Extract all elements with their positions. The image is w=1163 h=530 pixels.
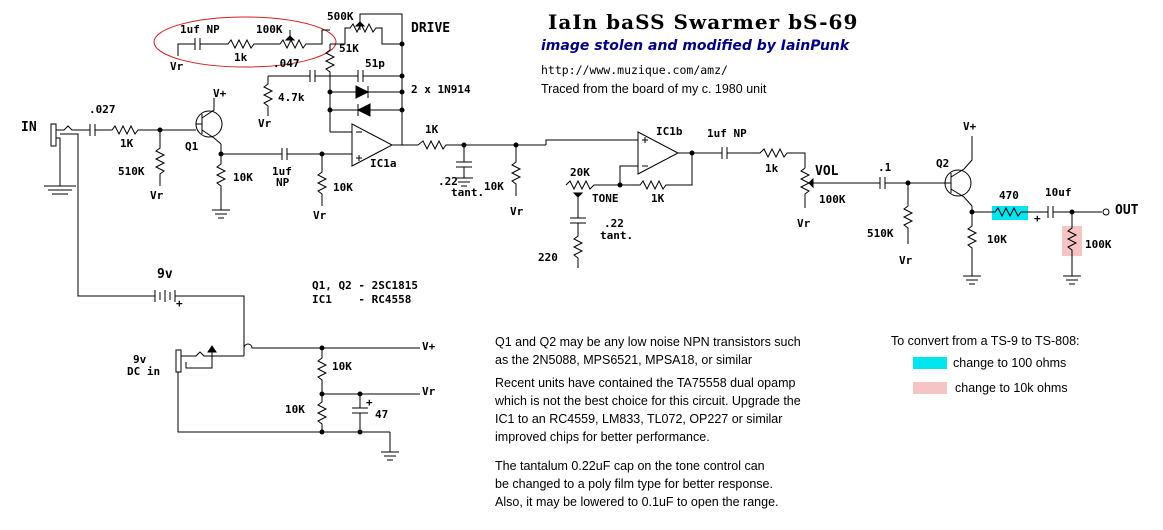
label-c10uf: 10uf: [1045, 186, 1072, 199]
note-line: IC1 to an RC4559, LM833, TL072, OP227 or…: [495, 412, 783, 426]
label-vplus-q1: V+: [213, 87, 227, 100]
label-c51p: 51p: [365, 57, 385, 70]
label-c1uf-np-out: 1uf NP: [707, 127, 747, 140]
credit-line: image stolen and modified by IainPunk: [541, 38, 850, 54]
label-tant1: tant.: [451, 186, 485, 199]
note-line: Also, it may be lowered to 0.1uF to open…: [495, 495, 779, 509]
conversion-item-10k-ohms: change to 10k ohms: [955, 381, 1068, 395]
label-drive: DRIVE: [411, 21, 451, 36]
label-r10k-ic1a: 10K: [333, 181, 353, 194]
highlight-ellipse: [153, 16, 337, 68]
traced-note: Traced from the board of my c. 1980 unit: [541, 82, 767, 96]
label-q1: Q1: [185, 140, 199, 153]
label-tant2: tant.: [600, 229, 634, 242]
label-ic1b: IC1b: [656, 125, 683, 138]
label-dc-in: DC in: [127, 365, 161, 378]
label-r10k-q1e: 10K: [233, 171, 253, 184]
input-jack: [50, 123, 57, 147]
highlight-470-resistor: [992, 206, 1028, 220]
note-line: as the 2N5088, MPS6521, MPSA18, or simil…: [495, 353, 753, 367]
label-r10k-q2: 10K: [987, 233, 1007, 246]
label-vr-tone: Vr: [510, 205, 524, 218]
label-battery-plus: +: [176, 297, 183, 310]
note-line: be changed to a poly film type for bette…: [495, 477, 773, 491]
label-r1k-fb: 1k: [234, 51, 248, 64]
label-r1k-in: 1K: [120, 137, 134, 150]
label-out: OUT: [1115, 203, 1139, 218]
label-c1uf-np-q1: 1uf: [272, 165, 292, 178]
label-r510k-q2: 510K: [867, 227, 894, 240]
label-plus-c10: +: [1034, 212, 1041, 225]
label-vr-fb: Vr: [170, 60, 184, 73]
label-c047: .047: [273, 57, 300, 70]
schematic-title: IaIn baSS Swarmer bS-69: [548, 10, 859, 34]
label-r1k-out: 1K: [425, 123, 439, 136]
label-r100k-out: 100K: [1085, 238, 1112, 251]
label-r220: 220: [538, 251, 558, 264]
label-r20k: 20K: [570, 166, 590, 179]
label-dc-in-9v: 9v: [133, 353, 147, 366]
label-ic1a: IC1a: [370, 157, 397, 170]
label-r1k-tone: 1K: [651, 192, 665, 205]
label-c1uf-np-fb: 1uf NP: [180, 23, 220, 36]
note-line: Q1 and Q2 may be any low noise NPN trans…: [495, 335, 801, 349]
label-vplus-ps: V+: [422, 340, 436, 353]
label-r500k: 500K: [327, 10, 354, 23]
label-c1: .1: [878, 161, 892, 174]
label-vplus-q2: V+: [963, 120, 977, 133]
label-r10k-ps1: 10K: [332, 360, 352, 373]
label-q2: Q2: [936, 157, 950, 170]
note-line: which is not the best choice for this ci…: [495, 394, 801, 408]
label-np-q1: NP: [276, 176, 290, 189]
label-r10k-ps2: 10K: [285, 403, 305, 416]
label-c22b: .22: [604, 217, 624, 230]
label-r470: 470: [999, 189, 1019, 202]
label-tone: TONE: [592, 192, 619, 205]
label-in: IN: [21, 120, 37, 135]
legend-swatch-pink: [913, 382, 947, 394]
label-r1k-vol: 1k: [765, 162, 779, 175]
legend-swatch-cyan: [913, 357, 947, 369]
label-vr-q2: Vr: [899, 254, 913, 267]
label-vr-vol: Vr: [797, 217, 811, 230]
label-vr-ic1a: Vr: [313, 209, 327, 222]
label-plus-c47: +: [366, 396, 373, 409]
label-r100k-fb: 100K: [256, 23, 283, 36]
label-diodes: 2 x 1N914: [411, 83, 471, 96]
parts-list-ic: IC1 - RC4558: [312, 293, 412, 306]
note-line: The tantalum 0.22uF cap on the tone cont…: [495, 459, 765, 473]
label-c027: .027: [89, 103, 116, 116]
source-url[interactable]: http://www.muzique.com/amz/: [541, 63, 728, 77]
label-c22: .22: [438, 175, 458, 188]
conversion-item-100-ohms: change to 100 ohms: [953, 356, 1067, 370]
label-r10k-tone: 10K: [484, 180, 504, 193]
parts-list-transistors: Q1, Q2 - 2SC1815: [312, 279, 418, 292]
conversion-heading: To convert from a TS-9 to TS-808:: [891, 334, 1080, 348]
label-r510k-in: 510K: [118, 165, 145, 178]
label-vr-in: Vr: [150, 189, 164, 202]
note-line: improved chips for better performance.: [495, 430, 710, 444]
dc-jack: [175, 349, 182, 373]
note-line: Recent units have contained the TA75558 …: [495, 376, 796, 390]
label-vr-ps: Vr: [422, 385, 436, 398]
label-vr-47k: Vr: [258, 117, 272, 130]
label-r100k-vol: 100K: [819, 193, 846, 206]
label-c47: 47: [375, 408, 389, 421]
label-r47k: 4.7k: [278, 91, 305, 104]
label-battery: 9v: [157, 267, 173, 282]
label-vol: VOL: [815, 164, 839, 179]
label-r51k: 51K: [339, 42, 359, 55]
